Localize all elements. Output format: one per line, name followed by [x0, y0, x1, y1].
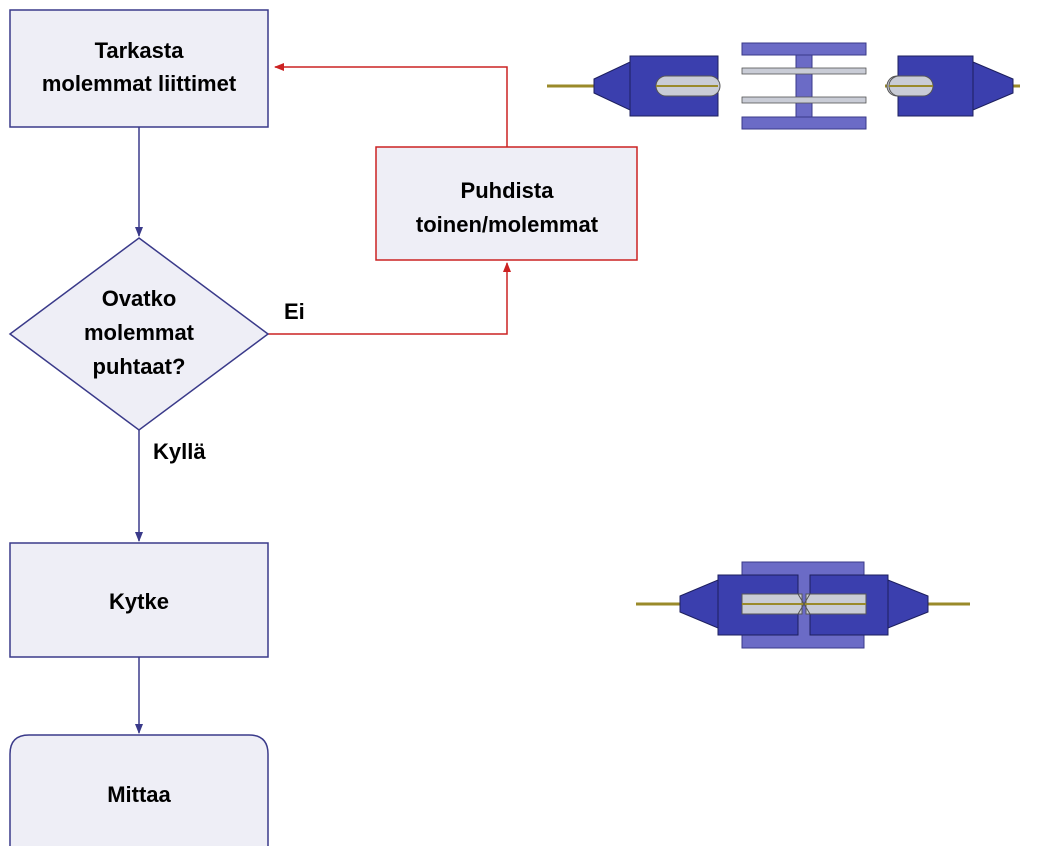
measure-terminal: Mittaa — [9, 734, 269, 846]
left-boot — [679, 579, 719, 629]
left-connector — [593, 55, 721, 117]
decision-diamond: Ovatko molemmat puhtaat? — [8, 237, 270, 431]
decision-label-line3: puhtaat? — [93, 354, 186, 379]
contact-point — [797, 593, 811, 615]
adapter-sleeve — [741, 42, 867, 130]
clean-label-line2: toinen/molemmat — [416, 212, 599, 237]
right-connector — [886, 55, 1014, 117]
right-boot — [887, 579, 929, 629]
edge-label-no: Ei — [284, 299, 305, 324]
measure-label: Mittaa — [107, 782, 171, 807]
decision-label-line2: molemmat — [84, 320, 195, 345]
connect-box: Kytke — [9, 542, 269, 658]
arrow-clean-to-inspect — [274, 63, 508, 147]
mated-connectors-illustration — [636, 561, 970, 649]
disconnected-connectors-illustration — [547, 42, 1020, 130]
connect-label: Kytke — [109, 589, 169, 614]
inspect-label-line2: molemmat liittimet — [42, 71, 237, 96]
inspect-label-line1: Tarkasta — [95, 38, 185, 63]
arrow-decision-to-clean — [268, 262, 511, 335]
decision-label-line1: Ovatko — [102, 286, 177, 311]
clean-connectors-box: Puhdista toinen/molemmat — [375, 146, 638, 261]
clean-label-line1: Puhdista — [461, 178, 555, 203]
edge-label-yes: Kyllä — [153, 439, 206, 464]
inspect-connectors-box: Tarkasta molemmat liittimet — [9, 9, 269, 128]
